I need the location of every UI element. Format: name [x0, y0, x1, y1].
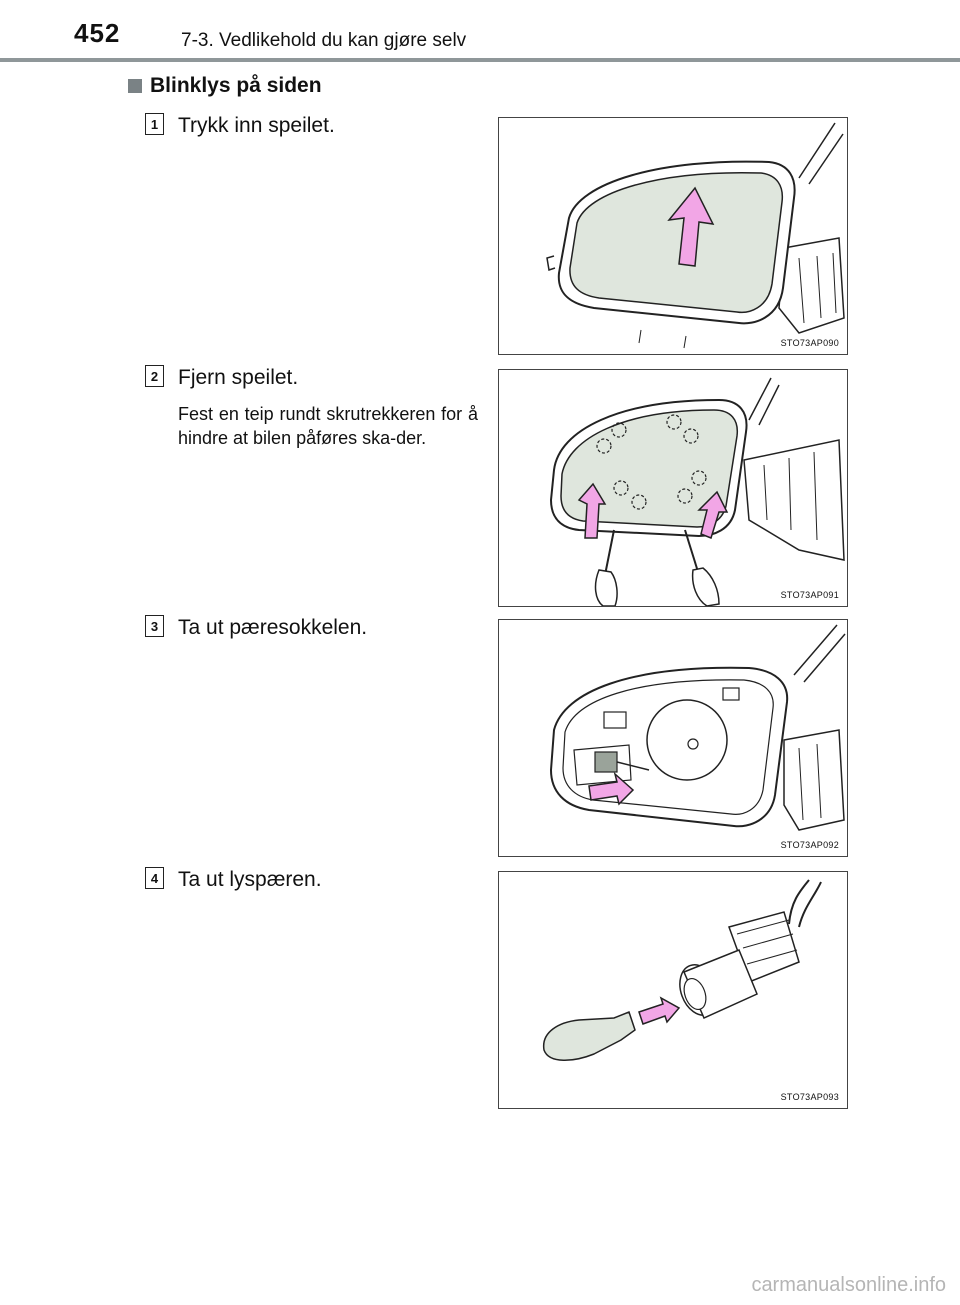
step-3-figure: STO73AP092	[498, 619, 848, 857]
step-2-figure-code: STO73AP091	[780, 590, 839, 600]
step-3-figure-code: STO73AP092	[780, 840, 839, 850]
step-2-figure: STO73AP091	[498, 369, 848, 607]
step-3-text: Ta ut pæresokkelen.	[178, 616, 368, 639]
bulb-socket-illustration	[549, 624, 846, 831]
watermark: carmanualsonline.info	[751, 1274, 946, 1296]
step-4-number: 4	[145, 867, 164, 889]
step-3-number: 3	[145, 615, 164, 637]
step-1-figure: STO73AP090	[498, 117, 848, 355]
step-2-number: 2	[145, 365, 164, 387]
step-1-text: Trykk inn speilet.	[178, 114, 335, 137]
page-header: 452 7-3. Vedlikehold du kan gjøre selv	[0, 0, 960, 62]
bulb-removal-illustration	[543, 879, 822, 1061]
step-4-text: Ta ut lyspæren.	[178, 868, 322, 891]
mirror-push-illustration	[546, 122, 845, 349]
step-1-figure-code: STO73AP090	[780, 338, 839, 348]
mirror-remove-illustration	[549, 377, 845, 606]
page-number: 452	[74, 18, 121, 48]
header-divider	[0, 58, 960, 62]
step-1-number: 1	[145, 113, 164, 135]
step-4-figure: STO73AP093	[498, 871, 848, 1109]
section-heading-text: Blinklys på siden	[150, 74, 322, 97]
square-bullet-icon	[128, 79, 142, 93]
step-2-text: Fjern speilet.	[178, 366, 299, 389]
chapter-title: 7-3. Vedlikehold du kan gjøre selv	[181, 30, 467, 51]
step-4-figure-code: STO73AP093	[780, 1092, 839, 1102]
section-heading: Blinklys på siden	[128, 74, 322, 98]
step-2-note: Fest en teip rundt skrutrekkeren for å h…	[178, 404, 478, 448]
